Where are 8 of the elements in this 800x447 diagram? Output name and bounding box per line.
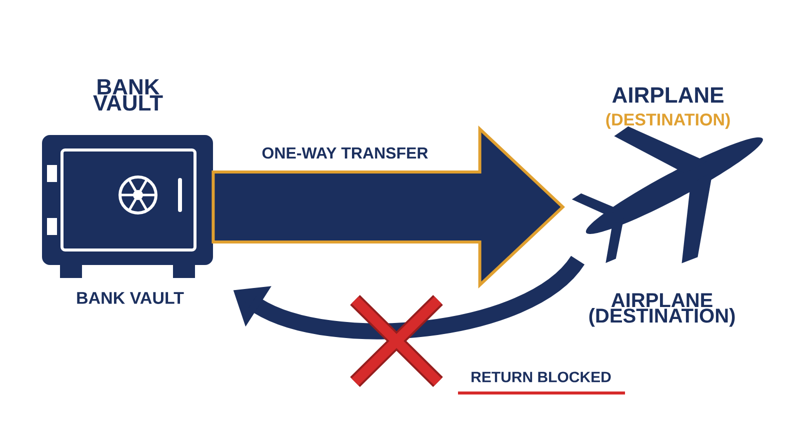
heading: BANK VAULT (93, 79, 163, 111)
node-label: AIRPLANE (DESTINATION) (589, 293, 735, 327)
edge-label: RETURN BLOCKED (458, 370, 625, 394)
node-label: BANK VAULT (77, 292, 184, 304)
edge-label: ONE-WAY TRANSFER (262, 147, 428, 159)
heading: AIRPLANE (612, 87, 724, 103)
subheading: (DESTINATION) (606, 113, 730, 129)
arrow (212, 126, 565, 288)
